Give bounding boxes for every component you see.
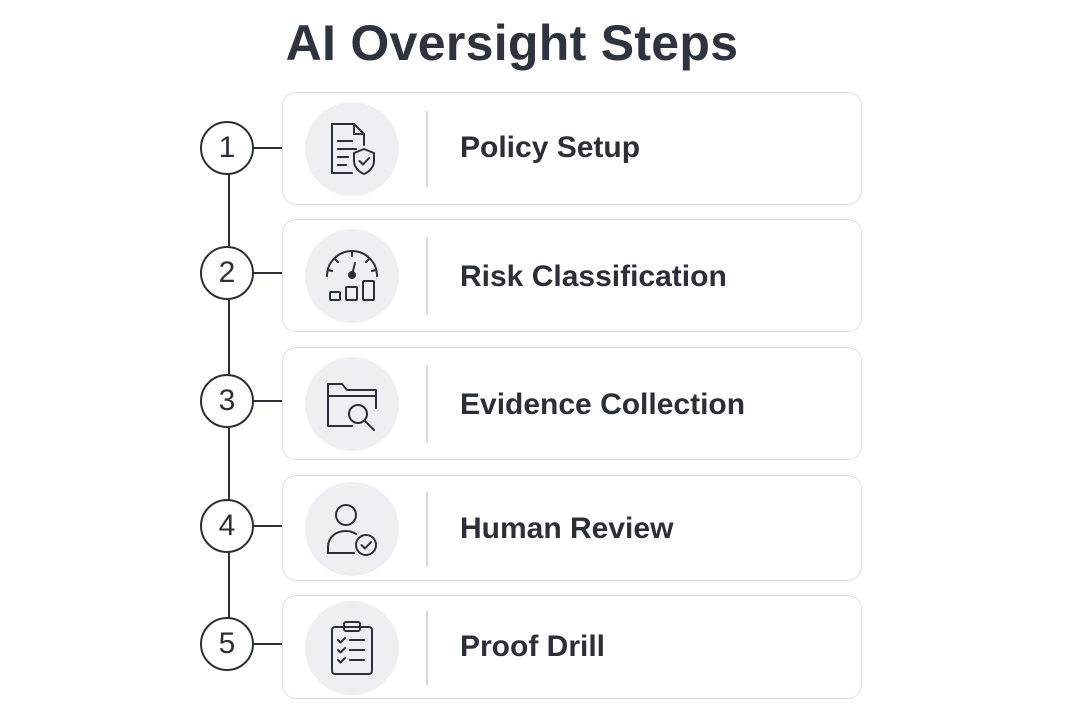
- step-number-5: 5: [200, 617, 254, 671]
- card-divider: [426, 366, 428, 442]
- card-divider: [426, 111, 428, 187]
- document-shield-icon: [331, 123, 375, 175]
- step-4: 4 Human Review: [0, 475, 1080, 581]
- step-card-evidence-collection: Evidence Collection: [282, 347, 862, 460]
- step-card-risk-classification: Risk Classification: [282, 219, 862, 332]
- step-5: 5 Proof Drill: [0, 595, 1080, 699]
- step-icon-disc: [305, 482, 399, 576]
- person-check-icon: [327, 504, 377, 556]
- step-icon-disc: [305, 102, 399, 196]
- step-card-policy-setup: Policy Setup: [282, 92, 862, 205]
- step-number-3: 3: [200, 374, 254, 428]
- folder-magnifier-icon: [327, 383, 377, 431]
- step-label: Policy Setup: [460, 131, 641, 164]
- step-connector: [254, 147, 283, 149]
- step-connector: [254, 643, 283, 645]
- step-2: 2 Risk Classification: [0, 219, 1080, 332]
- card-divider: [426, 492, 428, 566]
- step-icon-disc: [305, 229, 399, 323]
- step-number-4: 4: [200, 499, 254, 553]
- step-icon-disc: [305, 357, 399, 451]
- step-1: 1 Policy Setup: [0, 92, 1080, 205]
- step-icon-disc: [305, 601, 399, 695]
- step-connector: [254, 400, 283, 402]
- step-label: Proof Drill: [460, 630, 606, 663]
- gauge-bars-icon: [326, 250, 378, 301]
- card-divider: [426, 238, 428, 314]
- step-label: Human Review: [460, 512, 674, 545]
- step-number-1: 1: [200, 121, 254, 175]
- clipboard-checklist-icon: [331, 621, 373, 675]
- step-number-2: 2: [200, 246, 254, 300]
- step-card-human-review: Human Review: [282, 475, 862, 581]
- step-card-proof-drill: Proof Drill: [282, 595, 862, 699]
- step-connector: [254, 272, 283, 274]
- step-connector: [254, 525, 283, 527]
- step-3: 3 Evidence Collection: [0, 347, 1080, 460]
- page-title: AI Oversight Steps: [285, 15, 739, 71]
- step-label: Evidence Collection: [460, 388, 746, 421]
- step-label: Risk Classification: [460, 260, 727, 293]
- card-divider: [426, 611, 428, 685]
